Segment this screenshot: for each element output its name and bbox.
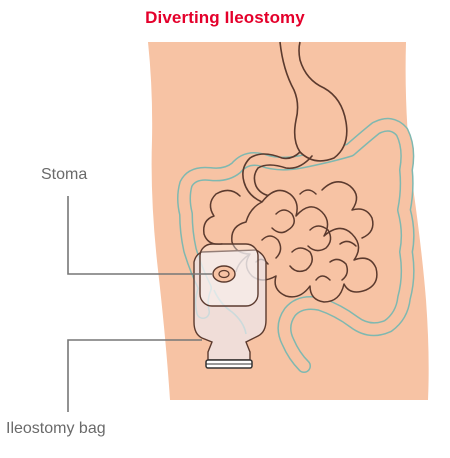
stoma [213, 266, 235, 282]
ileostomy-bag-label: Ileostomy bag [6, 420, 106, 438]
stoma-label: Stoma [41, 166, 87, 184]
